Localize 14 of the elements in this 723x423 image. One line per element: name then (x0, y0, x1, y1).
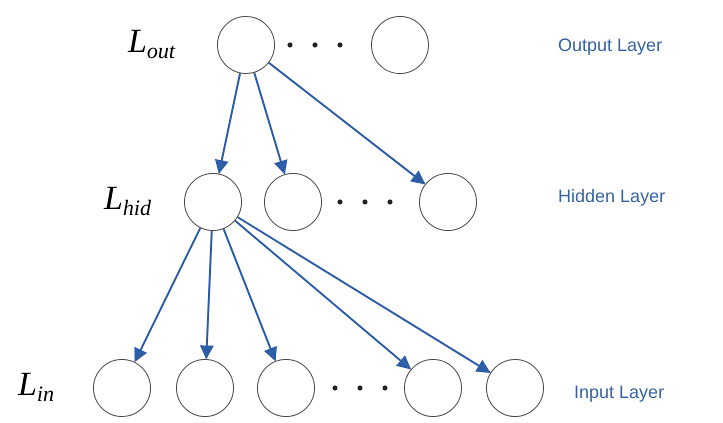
layer-symbol: L$_{hid}$ (104, 182, 152, 216)
arrow (268, 62, 426, 184)
arrow (200, 230, 214, 360)
arrow (253, 72, 288, 175)
layer-symbol: L$_{in}$ (18, 368, 54, 402)
arrow (234, 220, 412, 370)
layer-symbol: L$_{out}$ (128, 25, 176, 59)
layer-label: Input Layer (574, 383, 664, 401)
arrow (214, 73, 242, 174)
layer-label: Hidden Layer (558, 187, 666, 205)
arrow (222, 228, 277, 362)
arrow (237, 216, 491, 374)
layer-label: Output Layer (558, 36, 662, 54)
arrow (134, 228, 202, 362)
